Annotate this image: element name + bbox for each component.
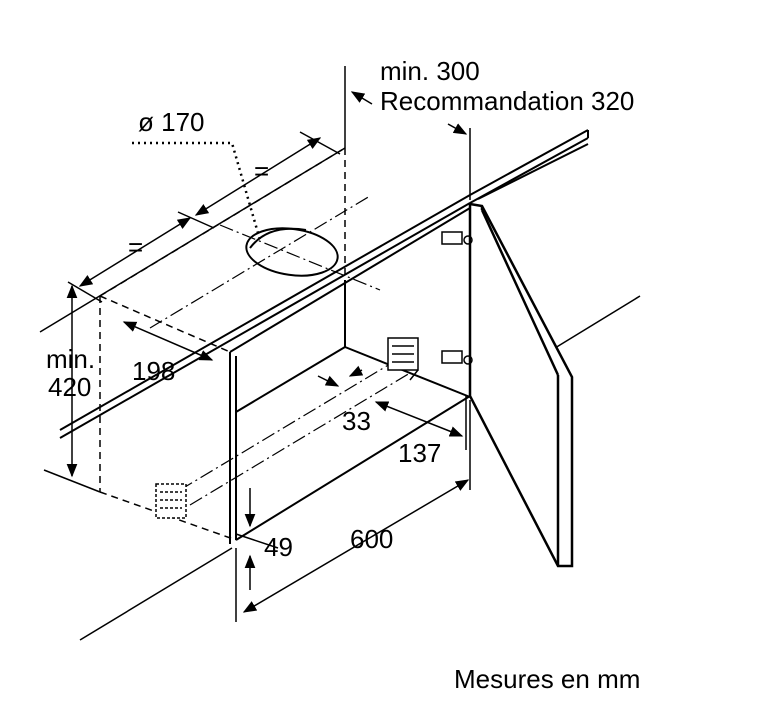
height-420-label: 420 — [48, 372, 91, 402]
mounting-bracket-front — [155, 483, 187, 519]
mounting-bracket-rear — [387, 337, 419, 381]
units-note: Mesures en mm — [454, 664, 640, 694]
upper-shelf — [59, 129, 589, 439]
width-600-label: 600 — [350, 524, 393, 554]
hinge-lower — [441, 350, 473, 365]
min-clearance-label: min. 300 — [380, 56, 480, 86]
depth-198-label: 198 — [132, 356, 175, 386]
duct-diameter-label: ø 170 — [138, 107, 205, 137]
equal-label-b: = — [254, 156, 269, 186]
diameter-leader — [132, 141, 262, 241]
cabinet-door — [468, 202, 574, 568]
dimension-lines — [43, 66, 471, 622]
offset-33-label: 33 — [342, 406, 371, 436]
hinge-upper — [441, 231, 473, 245]
equal-label-a: = — [128, 232, 143, 262]
recommendation-label: Recommandation 320 — [380, 86, 634, 116]
duct-hole — [245, 227, 339, 277]
min-label: min. — [46, 344, 95, 374]
offset-49-label: 49 — [264, 532, 293, 562]
center-lines — [149, 195, 411, 506]
offset-137-label: 137 — [398, 438, 441, 468]
